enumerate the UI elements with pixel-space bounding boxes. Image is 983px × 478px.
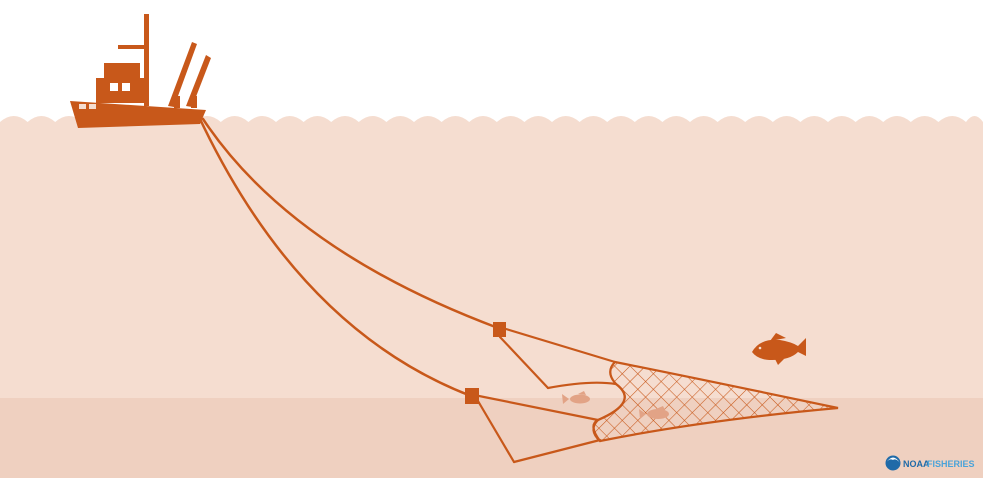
seafloor (0, 398, 983, 478)
logo-word-noaa: NOAA (903, 459, 930, 469)
logo-word-fisheries: FISHERIES (927, 459, 975, 469)
upper-trawl-door (493, 322, 506, 337)
lower-trawl-door (465, 388, 479, 404)
